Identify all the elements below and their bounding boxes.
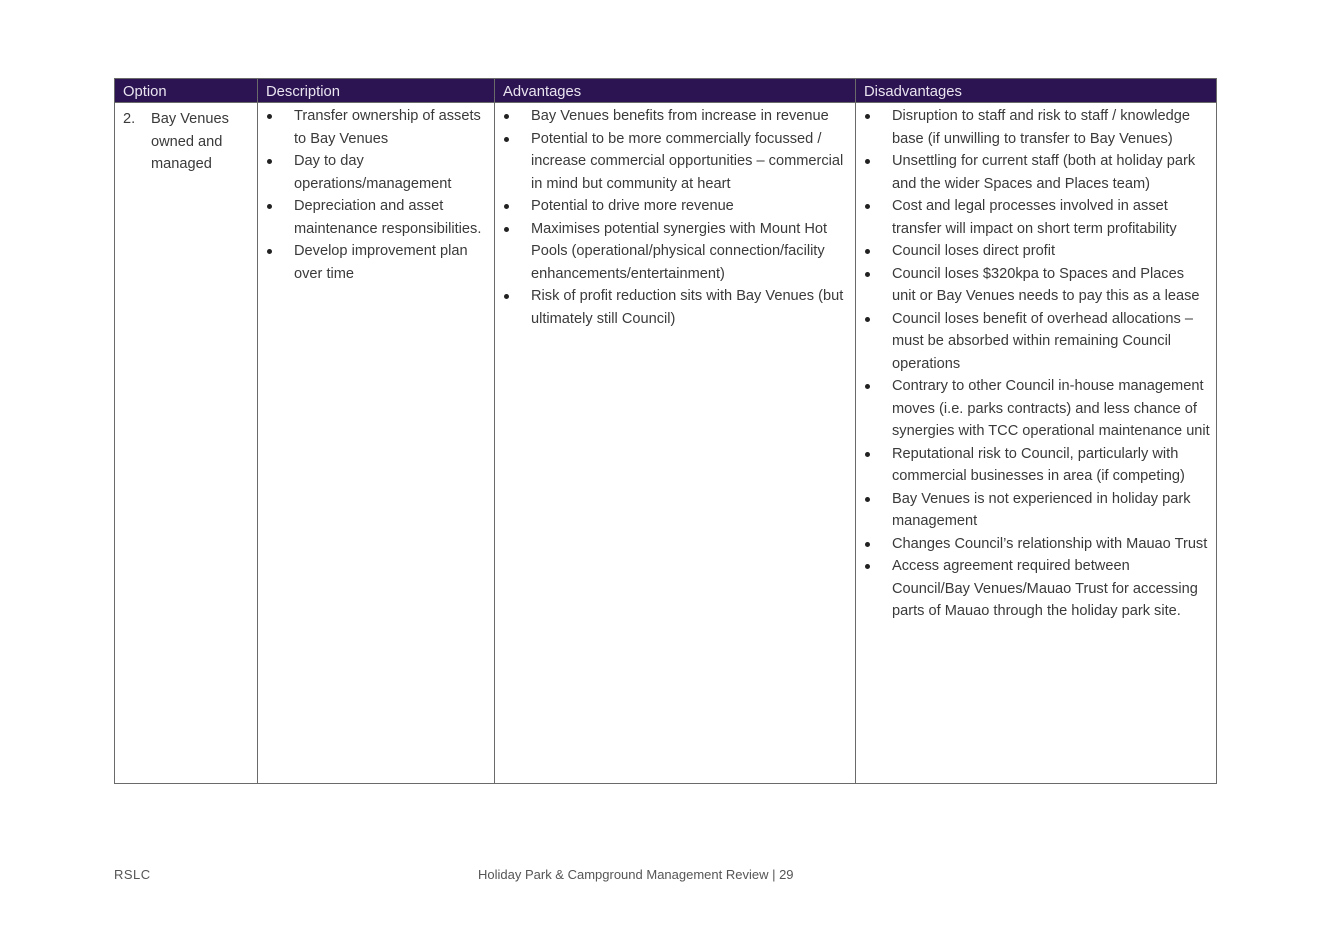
list-item: Access agreement required between Counci… [864,555,1210,623]
list-item: Potential to be more commercially focuss… [503,128,849,196]
list-item: Potential to drive more revenue [503,195,849,218]
option-cell: 2. Bay Venues owned and managed [114,102,258,784]
footer-logo-text: RSLC [114,867,151,882]
description-list: Transfer ownership of assets to Bay Venu… [258,103,494,285]
list-item: Maximises potential synergies with Mount… [503,218,849,286]
list-item: Council loses $320kpa to Spaces and Plac… [864,263,1210,308]
list-item: Transfer ownership of assets to Bay Venu… [266,105,488,150]
list-item: Disruption to staff and risk to staff / … [864,105,1210,150]
option-number: 2. [123,111,136,127]
list-item: Risk of profit reduction sits with Bay V… [503,285,849,330]
footer-page-info: Holiday Park & Campground Management Rev… [478,867,794,882]
list-item: Reputational risk to Council, particular… [864,443,1210,488]
list-item: Depreciation and asset maintenance respo… [266,195,488,240]
list-item: Bay Venues is not experienced in holiday… [864,488,1210,533]
disadvantages-list: Disruption to staff and risk to staff / … [856,103,1216,623]
table-header-row: Option Description Advantages Disadvanta… [114,78,1217,103]
list-item: Bay Venues benefits from increase in rev… [503,105,849,128]
table-row: 2. Bay Venues owned and managed Transfer… [114,102,1217,784]
list-item: Unsettling for current staff (both at ho… [864,150,1210,195]
list-item: Cost and legal processes involved in ass… [864,195,1210,240]
disadvantages-cell: Disruption to staff and risk to staff / … [855,102,1217,784]
list-item: Contrary to other Council in-house manag… [864,375,1210,443]
header-description: Description [257,78,495,103]
header-option: Option [114,78,258,103]
option-label: Bay Venues owned and managed [151,111,229,173]
list-item: Day to day operations/management [266,150,488,195]
list-item: Changes Council’s relationship with Maua… [864,533,1210,556]
advantages-cell: Bay Venues benefits from increase in rev… [494,102,856,784]
list-item: Council loses benefit of overhead alloca… [864,308,1210,376]
list-item: Council loses direct profit [864,240,1210,263]
header-advantages: Advantages [494,78,856,103]
advantages-list: Bay Venues benefits from increase in rev… [495,103,855,330]
list-item: Develop improvement plan over time [266,240,488,285]
header-disadvantages: Disadvantages [855,78,1217,103]
options-table: Option Description Advantages Disadvanta… [114,78,1217,784]
description-cell: Transfer ownership of assets to Bay Venu… [257,102,495,784]
